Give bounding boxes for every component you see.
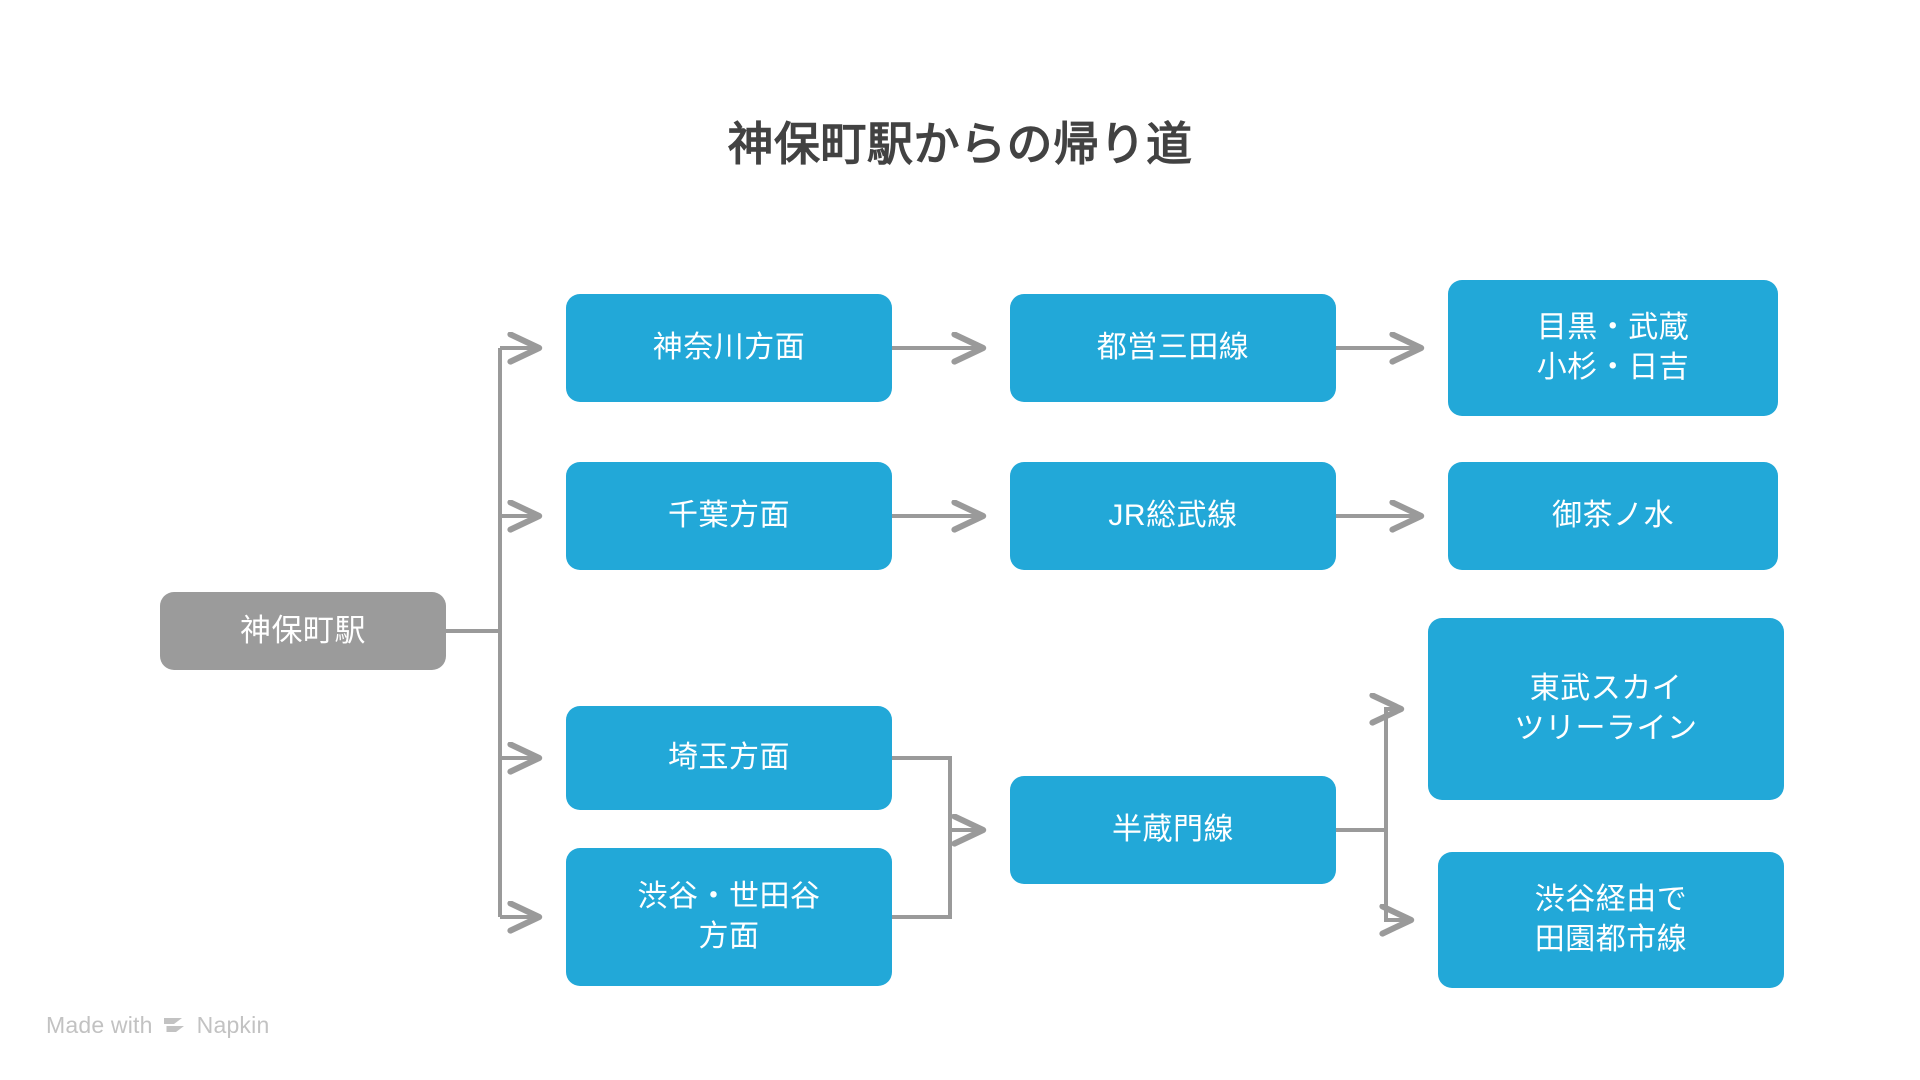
edge-merge-hanzomon-bracket [892, 756, 952, 919]
napkin-logo-icon [162, 1015, 188, 1037]
node-denentoshi-via-shibuya[interactable]: 渋谷経由で 田園都市線 [1438, 852, 1784, 988]
node-tobu-skytree-line[interactable]: 東武スカイ ツリーライン [1428, 618, 1784, 800]
node-jimbocho-station[interactable]: 神保町駅 [160, 592, 446, 670]
node-ochanomizu[interactable]: 御茶ノ水 [1448, 462, 1778, 570]
node-kanagawa-direction[interactable]: 神奈川方面 [566, 294, 892, 402]
page-title: 神保町駅からの帰り道 [727, 118, 1193, 170]
node-saitama-direction[interactable]: 埼玉方面 [566, 706, 892, 810]
napkin-watermark: Made with Napkin [46, 1012, 269, 1039]
edge-hanzomon-tobu [1336, 709, 1402, 832]
watermark-brand: Napkin [196, 1012, 270, 1038]
node-chiba-direction[interactable]: 千葉方面 [566, 462, 892, 570]
watermark-prefix: Made with [46, 1012, 153, 1038]
edge-hanzomon-denentoshi [1386, 830, 1412, 920]
node-hanzomon-line[interactable]: 半蔵門線 [1010, 776, 1336, 884]
node-toei-mita-line[interactable]: 都営三田線 [1010, 294, 1336, 402]
node-shibuya-setagaya-direction[interactable]: 渋谷・世田谷 方面 [566, 848, 892, 986]
node-meguro-musashikosugi-hiyoshi[interactable]: 目黒・武蔵 小杉・日吉 [1448, 280, 1778, 416]
node-jr-sobu-line[interactable]: JR総武線 [1010, 462, 1336, 570]
